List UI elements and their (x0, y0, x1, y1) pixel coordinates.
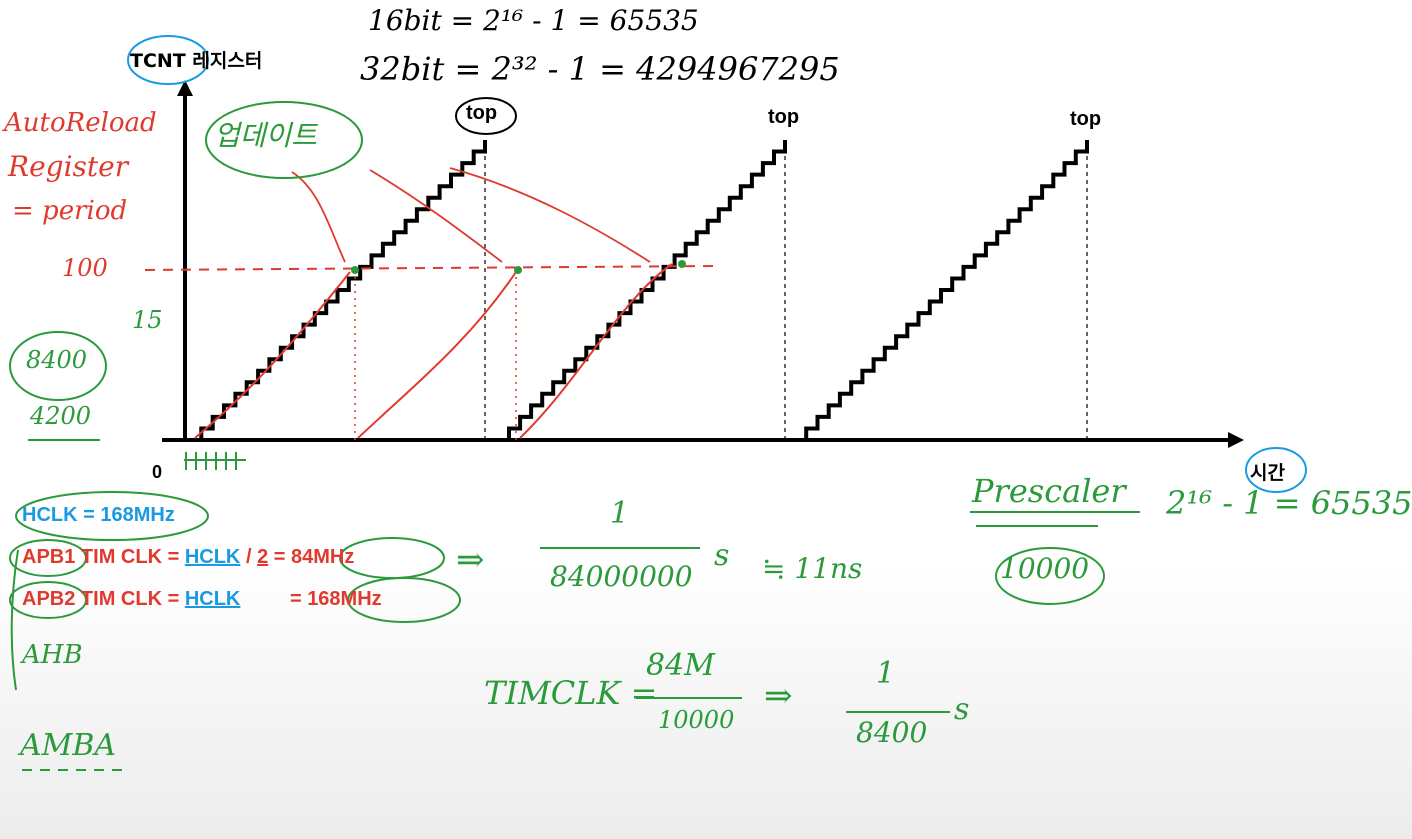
note-ahb: AHB (22, 640, 83, 670)
note-prescaler-value: 10000 (1000, 552, 1090, 585)
timclk-numerator: 84M (646, 648, 715, 683)
apb1-prefix: APB1 (22, 546, 76, 568)
timclk-label: TIMCLK = (484, 674, 658, 712)
note-100: 100 (62, 254, 108, 282)
note-4200: 4200 (30, 402, 92, 430)
note-register: Register (8, 150, 129, 183)
apb2-line: APB2 TIM CLK = HCLK = 168MHz (22, 588, 382, 611)
staircase-drawing (9, 35, 1307, 771)
value-8400-highlight (9, 331, 107, 401)
apb1-value: 84MHz (291, 546, 355, 568)
fraction1-numerator: 1 (610, 496, 630, 531)
update-arrow-3 (449, 167, 651, 263)
apb1-line: APB1 TIM CLK = HCLK / 2 = 84MHz (22, 546, 354, 569)
staircase-ramp-3 (795, 140, 1089, 442)
apb1-two: 2 (257, 546, 269, 568)
apb1-value-highlight (339, 537, 445, 579)
arrow-implies-1: ⇒ (456, 540, 485, 580)
red-ramp-1 (194, 271, 351, 439)
note-prescaler: Prescaler (972, 472, 1126, 510)
top-label-2: top (768, 106, 800, 128)
top-label-1: top (466, 102, 498, 124)
origin-label: 0 (152, 462, 163, 482)
red-ramp-2 (357, 271, 517, 439)
note-16bit: 16bit = 2¹⁶ - 1 = 65535 (368, 4, 699, 37)
apb2-prefix: APB2 (22, 588, 76, 610)
match-point-1 (351, 266, 359, 274)
period-approx: ≒ 11ns (762, 552, 863, 585)
period-level-line (144, 265, 716, 271)
apb1-highlight (9, 539, 87, 577)
apb2-equals: = (289, 588, 302, 610)
apb2-highlight (9, 581, 87, 619)
top-label-3: top (1070, 108, 1102, 130)
y-axis-title: TCNT 레지스터 (130, 50, 263, 72)
update-arrow-1 (291, 171, 346, 263)
note-update-event: 업데이트 (214, 119, 318, 152)
update-event-highlight (205, 101, 363, 179)
apb2-tim-clk: TIM CLK = (80, 588, 180, 610)
apb1-equals: = (273, 546, 286, 568)
arrow-implies-2: ⇒ (764, 676, 793, 716)
result-unit: s (954, 692, 970, 727)
red-ramp-3 (519, 263, 673, 439)
fraction1-denominator: 84000000 (550, 560, 693, 593)
note-autoreload: AutoReload (4, 108, 157, 138)
hclk-highlight (15, 491, 209, 541)
update-arrow-2 (369, 169, 503, 263)
clock-bracket (10, 549, 19, 691)
x-title-highlight (1245, 447, 1307, 493)
apb1-divide: / (245, 546, 252, 568)
result-numerator: 1 (876, 656, 896, 691)
note-amba: AMBA (20, 728, 117, 763)
note-prescaler-formula: 2¹⁶ - 1 = 65535 (1166, 484, 1412, 522)
staircase-ramp-1 (190, 140, 487, 442)
x-axis-title: 시간 (1250, 462, 1285, 484)
prescaler-value-highlight (995, 547, 1105, 605)
y-axis-arrowhead (177, 80, 193, 96)
apb2-value-highlight (347, 577, 461, 623)
y-title-highlight (127, 35, 209, 85)
x-axis-arrowhead (1228, 432, 1244, 448)
match-point-3 (678, 260, 686, 268)
top-label-highlight (455, 97, 517, 135)
note-period: = period (12, 196, 128, 226)
apb2-hclk: HCLK (184, 588, 241, 610)
fraction1-unit: s (714, 538, 730, 573)
note-15: 15 (132, 306, 163, 334)
match-point-2 (514, 266, 522, 274)
timclk-denominator: 10000 (658, 706, 735, 734)
note-8400: 8400 (26, 346, 88, 374)
apb1-hclk: HCLK (184, 546, 241, 568)
hclk-line: HCLK = 168MHz (22, 504, 175, 526)
apb2-value: 168MHz (307, 588, 382, 610)
apb1-tim-clk: TIM CLK = (80, 546, 180, 568)
result-denominator: 8400 (856, 716, 928, 749)
note-32bit: 32bit = 2³² - 1 = 4294967295 (360, 50, 840, 88)
